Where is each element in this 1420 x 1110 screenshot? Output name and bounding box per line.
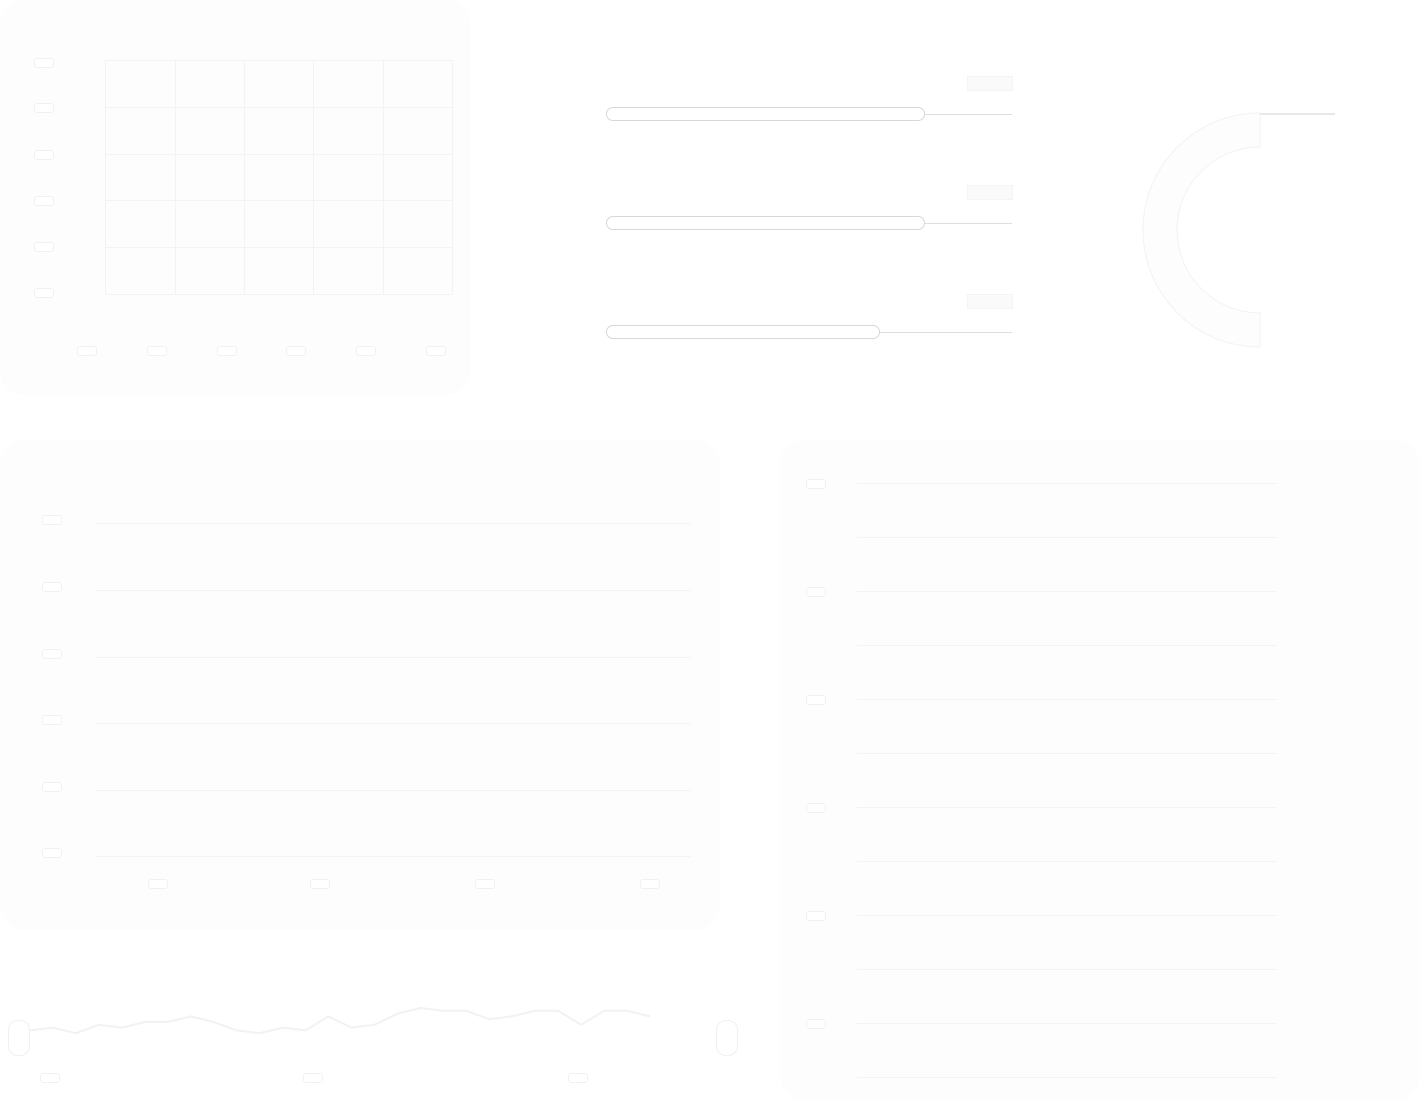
bar-value-placeholder bbox=[967, 185, 1013, 200]
gridline bbox=[105, 247, 452, 248]
gridline bbox=[105, 107, 452, 108]
row-divider bbox=[857, 969, 1277, 970]
gridline bbox=[175, 60, 176, 294]
row-divider bbox=[857, 537, 1277, 538]
gridline bbox=[96, 590, 690, 591]
row-divider bbox=[857, 645, 1277, 646]
x-tick-label-placeholder bbox=[147, 346, 167, 356]
x-tick-label-placeholder bbox=[286, 346, 306, 356]
gridline bbox=[383, 60, 384, 294]
gridline bbox=[105, 200, 452, 201]
gridline bbox=[105, 60, 106, 294]
bar-value-placeholder bbox=[967, 294, 1013, 309]
x-tick-label-placeholder bbox=[77, 346, 97, 356]
x-tick-label-placeholder bbox=[217, 346, 237, 356]
progress-bar bbox=[606, 107, 925, 121]
gridline bbox=[105, 60, 452, 61]
x-tick-label-placeholder bbox=[310, 879, 330, 889]
y-tick-label-placeholder bbox=[34, 196, 54, 206]
row-label-placeholder bbox=[806, 1019, 826, 1029]
gridline bbox=[96, 657, 690, 658]
row-divider bbox=[857, 861, 1277, 862]
y-tick-label-placeholder bbox=[42, 515, 62, 525]
gridline bbox=[105, 154, 452, 155]
row-divider bbox=[857, 915, 1277, 916]
y-tick-label-placeholder bbox=[42, 582, 62, 592]
x-tick-label-placeholder bbox=[148, 879, 168, 889]
row-label-placeholder bbox=[806, 803, 826, 813]
list-panel bbox=[780, 440, 1420, 1100]
range-handle-right[interactable] bbox=[716, 1020, 738, 1056]
row-divider bbox=[857, 807, 1277, 808]
gridline bbox=[452, 60, 453, 294]
row-label-placeholder bbox=[806, 479, 826, 489]
y-tick-label-placeholder bbox=[42, 649, 62, 659]
row-divider bbox=[857, 753, 1277, 754]
row-divider bbox=[857, 699, 1277, 700]
row-divider bbox=[857, 1023, 1277, 1024]
gridline bbox=[96, 790, 690, 791]
row-label-placeholder bbox=[806, 587, 826, 597]
gridline bbox=[96, 723, 690, 724]
bar-value-placeholder bbox=[967, 76, 1013, 91]
progress-bar bbox=[606, 325, 881, 339]
row-divider bbox=[857, 1077, 1277, 1078]
y-tick-label-placeholder bbox=[34, 58, 54, 68]
sparkline-axis-label-placeholder bbox=[40, 1073, 60, 1083]
line-grid-panel bbox=[0, 440, 720, 930]
sparkline-axis-label-placeholder bbox=[568, 1073, 588, 1083]
gridline bbox=[96, 856, 690, 857]
x-tick-label-placeholder bbox=[426, 346, 446, 356]
row-divider bbox=[857, 591, 1277, 592]
gridline bbox=[96, 523, 690, 524]
range-handle-left[interactable] bbox=[8, 1020, 30, 1056]
x-tick-label-placeholder bbox=[356, 346, 376, 356]
y-tick-label-placeholder bbox=[34, 288, 54, 298]
y-tick-label-placeholder bbox=[42, 782, 62, 792]
row-label-placeholder bbox=[806, 695, 826, 705]
gridline bbox=[244, 60, 245, 294]
y-tick-label-placeholder bbox=[34, 103, 54, 113]
x-tick-label-placeholder bbox=[640, 879, 660, 889]
sparkline-axis-label-placeholder bbox=[303, 1073, 323, 1083]
gridline bbox=[313, 60, 314, 294]
y-tick-label-placeholder bbox=[42, 848, 62, 858]
gridline bbox=[105, 294, 452, 295]
grid-chart-panel bbox=[0, 0, 470, 395]
x-tick-label-placeholder bbox=[475, 879, 495, 889]
row-divider bbox=[857, 483, 1277, 484]
progress-bar bbox=[606, 216, 925, 230]
y-tick-label-placeholder bbox=[34, 242, 54, 252]
y-tick-label-placeholder bbox=[34, 150, 54, 160]
donut-segment bbox=[1142, 112, 1261, 348]
y-tick-label-placeholder bbox=[42, 715, 62, 725]
row-label-placeholder bbox=[806, 911, 826, 921]
sparkline-series bbox=[29, 1006, 651, 1035]
